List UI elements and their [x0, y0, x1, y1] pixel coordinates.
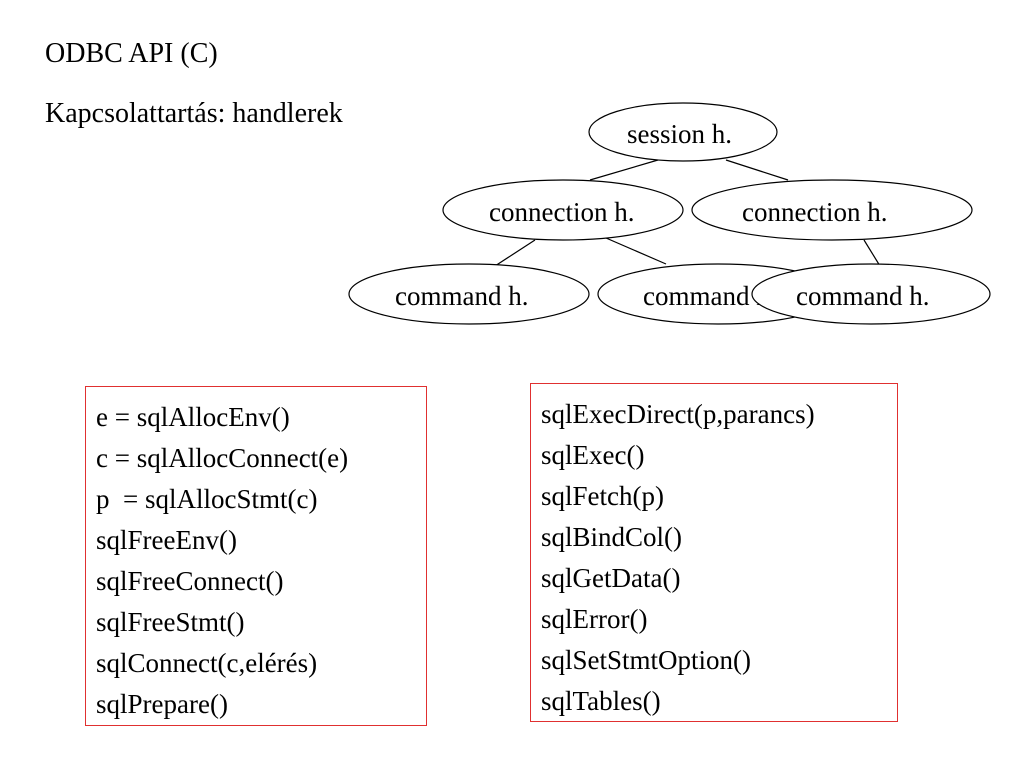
- function-item: sqlConnect(c,elérés): [96, 648, 318, 678]
- edge-session-connection-1: [589, 159, 659, 181]
- slide-title: ODBC API (C): [45, 38, 218, 69]
- command-handle-label: command h.: [796, 281, 929, 311]
- function-item: e = sqlAllocEnv(): [96, 402, 290, 432]
- edge-connection-1-command-1: [494, 239, 536, 267]
- edge-session-connection-2: [725, 159, 789, 181]
- allocation-functions-list: e = sqlAllocEnv() c = sqlAllocConnect(e)…: [96, 397, 426, 725]
- session-handle-node: session h.: [588, 102, 778, 162]
- connection-handle-node: connection h.: [442, 179, 684, 241]
- function-item: sqlFreeEnv(): [96, 525, 237, 555]
- edge-connection-2-command-3: [863, 239, 881, 267]
- edge-connection-1-command-2: [605, 237, 667, 265]
- connection-handle-label: connection h.: [742, 197, 887, 227]
- connection-handle-node: connection h.: [691, 179, 973, 241]
- function-item: sqlFetch(p): [541, 481, 664, 511]
- command-handle-node: command h.: [597, 263, 839, 325]
- command-handle-node: command h.: [751, 263, 991, 325]
- function-item: sqlExecDirect(p,parancs): [541, 399, 815, 429]
- function-item: sqlExec(): [541, 440, 645, 470]
- function-item: c = sqlAllocConnect(e): [96, 443, 349, 473]
- function-item: sqlFreeStmt(): [96, 607, 245, 637]
- function-item: sqlError(): [541, 604, 648, 634]
- execution-functions-box: sqlExecDirect(p,parancs) sqlExec() sqlFe…: [530, 383, 898, 722]
- command-handle-node: command h.: [348, 263, 590, 325]
- function-item: sqlTables(): [541, 686, 661, 716]
- slide-subtitle: Kapcsolattartás: handlerek: [45, 98, 343, 129]
- function-item: sqlSetStmtOption(): [541, 645, 752, 675]
- connection-handle-label: connection h.: [489, 197, 634, 227]
- command-handle-label: command h.: [643, 281, 776, 311]
- function-item: sqlBindCol(): [541, 522, 683, 552]
- session-handle-label: session h.: [627, 119, 732, 149]
- function-item: p = sqlAllocStmt(c): [96, 484, 318, 514]
- allocation-functions-box: e = sqlAllocEnv() c = sqlAllocConnect(e)…: [85, 386, 427, 726]
- function-item: sqlGetData(): [541, 563, 681, 593]
- function-item: sqlPrepare(): [96, 689, 228, 719]
- function-item: sqlFreeConnect(): [96, 566, 284, 596]
- command-handle-label: command h.: [395, 281, 528, 311]
- execution-functions-list: sqlExecDirect(p,parancs) sqlExec() sqlFe…: [541, 394, 897, 722]
